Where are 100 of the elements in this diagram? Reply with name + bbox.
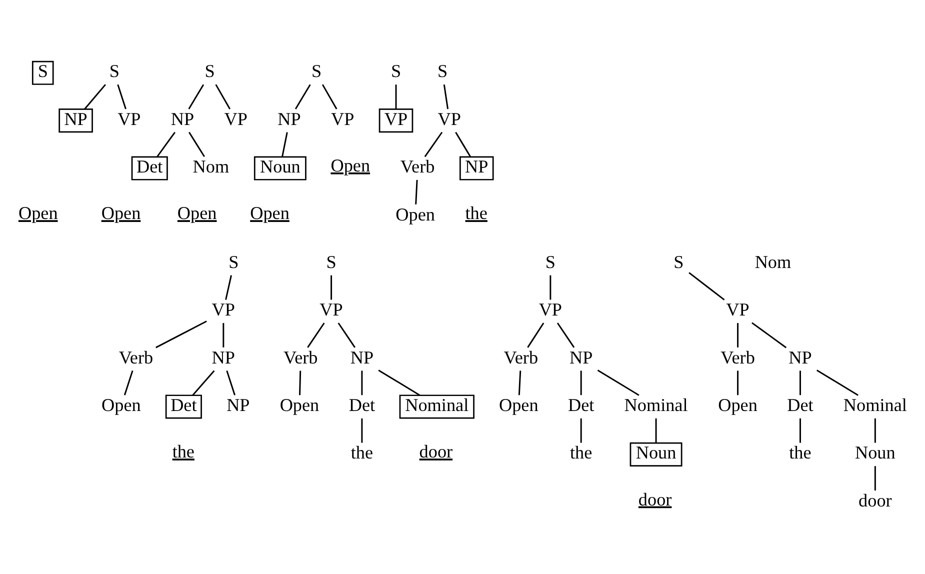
connector [799,370,800,395]
connector [580,418,582,442]
connector [298,370,301,395]
connector [116,84,126,109]
node-text: S [228,251,238,272]
connector [360,418,362,442]
node-text: VP [330,108,354,128]
node-text: VP [538,299,562,320]
node-text: Open [718,394,757,415]
node-text: VP [117,108,140,128]
connector [378,369,420,396]
node-text: NP [350,346,374,367]
node-text: Open [101,394,140,415]
node-box: S [31,60,54,84]
connector [874,418,876,442]
connector [214,84,230,109]
node-box: Noun [629,442,682,466]
connector [596,369,639,396]
node-text: S [108,60,119,81]
label: Open [330,154,370,175]
connector [224,274,232,300]
connector [84,84,106,109]
node-text: Open [498,394,538,415]
node-text: S [390,60,401,81]
node-text: Nominal [624,394,688,415]
node-text: Open [279,394,319,415]
connector [123,370,133,395]
node-box: Nominal [398,394,474,418]
node-text: VP [437,108,460,128]
connector [526,322,544,348]
connector [414,179,418,204]
connector [424,131,442,157]
node-text: Verb [118,346,153,367]
node-box: NP [458,156,494,180]
node-text: the [350,442,373,462]
connector [580,370,582,395]
label: Open [100,202,140,223]
connector [751,322,786,348]
node-box: Noun [253,156,306,180]
node-text: S [310,60,322,81]
label: the [172,441,194,462]
label: door [638,488,672,509]
connector [222,322,224,347]
connector [454,131,470,157]
connector [549,274,551,300]
node-text: Verb [720,346,754,367]
node-text: S [204,60,214,81]
node-text: Noun [854,442,895,462]
node-text: Open [395,204,434,224]
connector [736,370,738,395]
node-text: VP [211,299,235,320]
node-text: VP [224,108,248,128]
connector [188,131,204,157]
connector [736,322,738,347]
node-text: NP [170,108,194,128]
node-text: NP [277,108,300,128]
connector [294,84,310,109]
node-text: Verb [400,156,434,176]
label: Open [176,202,216,223]
node-text: Det [567,394,594,415]
label: Open [18,202,58,223]
node-text: door [858,490,892,510]
connector [360,370,362,395]
node-text: NP [226,394,250,415]
connector [155,320,206,348]
node-box: Det [130,156,168,180]
node-text: S [437,60,448,81]
connector [192,370,214,396]
connector [330,274,332,300]
node-text: the [788,442,811,462]
connector [688,272,724,300]
node-text: Det [786,394,813,415]
connector [394,84,396,108]
node-text: NP [788,346,812,367]
node-text: VP [319,299,342,320]
label: Open [250,202,289,223]
node-text: S [326,251,336,272]
connector [321,84,337,109]
label: Nom [754,251,791,272]
connector [874,466,876,490]
node-text: Verb [282,346,318,367]
node-text: Nom [192,156,229,176]
node-text: NP [568,346,592,367]
node-text: VP [726,299,749,320]
node-text: NP [211,346,235,367]
connector [281,132,288,156]
connector [518,370,521,395]
node-text: Nominal [842,394,906,415]
connector [442,84,448,109]
connector [816,369,858,396]
node-text: Verb [503,346,538,367]
node-text: the [569,442,592,462]
connector [654,418,656,442]
node-box: NP [58,108,92,132]
node-box: Det [164,394,202,418]
connector [799,418,800,442]
node-text: S [544,251,555,272]
label: the [464,202,487,223]
connector [226,370,235,395]
connector [188,84,204,109]
